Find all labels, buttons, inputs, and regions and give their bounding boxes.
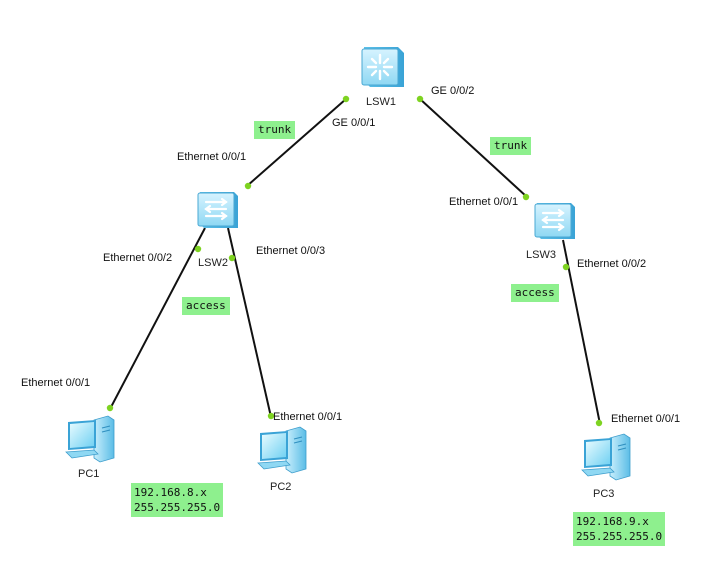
pc2-label: PC2 — [270, 481, 292, 493]
port-label-lsw2-e002: Ethernet 0/0/2 — [103, 252, 173, 264]
ip-address-text: 192.168.9.x — [576, 515, 649, 528]
access-tag: access — [511, 284, 559, 302]
port-label-lsw3-e002: Ethernet 0/0/2 — [577, 258, 647, 270]
port-dot — [342, 95, 350, 103]
link-lsw1-lsw3 — [419, 98, 528, 198]
port-dot — [416, 95, 424, 103]
link-lsw1-lsw2 — [246, 98, 347, 187]
link-lsw2-pc1 — [109, 227, 206, 410]
pc3-label: PC3 — [593, 488, 615, 500]
port-dot — [106, 404, 114, 412]
pc-icon[interactable] — [256, 425, 310, 475]
subnet-mask-text: 255.255.255.0 — [576, 530, 663, 543]
port-dot — [267, 412, 275, 420]
port-label-pc2-e001: Ethernet 0/0/1 — [273, 411, 343, 423]
link-lsw3-pc3 — [562, 239, 601, 425]
pc1-label: PC1 — [78, 468, 100, 480]
port-label-lsw2-e003: Ethernet 0/0/3 — [256, 245, 326, 257]
access-switch-icon[interactable] — [533, 199, 577, 241]
lsw2-label: LSW2 — [198, 257, 228, 269]
port-dot — [522, 193, 530, 201]
port-label-lsw1-ge001: GE 0/0/1 — [332, 117, 376, 129]
port-dot — [244, 182, 252, 190]
port-label-pc1-e001: Ethernet 0/0/1 — [21, 377, 91, 389]
trunk-tag: trunk — [254, 121, 296, 139]
ip-address-text: 192.168.8.x — [134, 486, 207, 499]
port-label-lsw1-ge002: GE 0/0/2 — [431, 85, 475, 97]
port-label-lsw2-e001: Ethernet 0/0/1 — [177, 151, 247, 163]
port-dot — [194, 245, 202, 253]
pc-icon[interactable] — [64, 414, 118, 464]
lsw1-label: LSW1 — [366, 96, 396, 108]
subnet-mask-text: 255.255.255.0 — [134, 501, 221, 514]
ip-note-left: 192.168.8.x 255.255.255.0 — [131, 483, 224, 517]
port-label-lsw3-e001: Ethernet 0/0/1 — [449, 196, 519, 208]
access-switch-icon[interactable] — [196, 188, 240, 230]
port-dot — [228, 254, 236, 262]
trunk-tag: trunk — [490, 137, 532, 155]
core-switch-icon[interactable] — [358, 43, 406, 91]
lsw3-label: LSW3 — [526, 249, 556, 261]
access-tag: access — [182, 297, 230, 315]
port-dot — [595, 419, 603, 427]
port-dot — [562, 263, 570, 271]
port-label-pc3-e001: Ethernet 0/0/1 — [611, 413, 681, 425]
link-lsw2-pc2 — [227, 227, 272, 418]
ip-note-right: 192.168.9.x 255.255.255.0 — [573, 512, 666, 546]
pc-icon[interactable] — [580, 432, 634, 482]
